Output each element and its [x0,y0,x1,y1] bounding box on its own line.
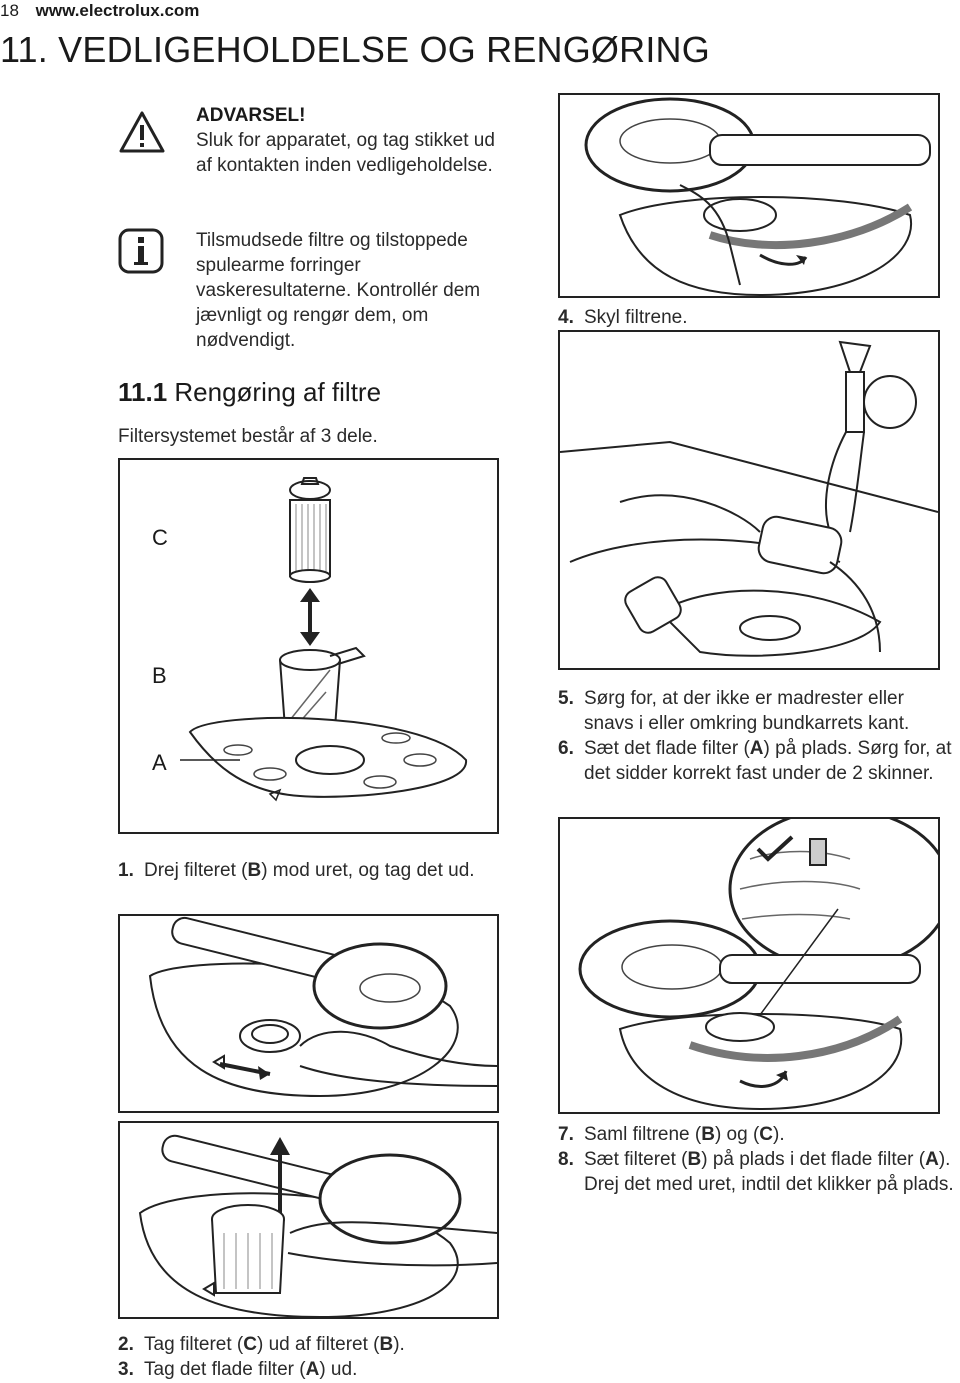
part-reference-letter: A [925,1149,939,1170]
step-text-part: ) ud af filteret ( [257,1334,380,1355]
step-number: 7. [558,1124,574,1145]
part-reference-letter: C [243,1334,257,1355]
filter-c-illustration [289,477,331,583]
step-text-part: ). Drej det med uret, indtil det klikker… [584,1149,954,1195]
step-item: 8. Sæt filteret (B) på plads i det flade … [558,1147,960,1197]
warning-icon [118,110,166,154]
steps-right-2: 5. Sørg for, at der ikke er madrester ell… [558,686,958,786]
step-text: Drej filteret (B) mod uret, og tag det u… [144,858,498,883]
remove-filter-figure [118,914,499,1113]
part-reference-letter: A [305,1359,320,1380]
step-item: 6. Sæt det flade filter (A) på plads. Sør… [558,736,958,786]
step-text-part: Tag filteret ( [144,1334,244,1355]
lift-filter-figure [118,1121,499,1319]
step-item: 5. Sørg for, at der ikke er madrester ell… [558,686,958,736]
website-url: www.electrolux.com [35,1,200,20]
warning-text: Sluk for apparatet, og tag stikket ud af… [196,130,495,176]
step-text-part: ) på plads. Sørg for, at det sidder korr… [584,738,952,784]
step-text: Sørg for, at der ikke er madrester eller… [584,686,958,736]
part-reference-letter: C [759,1124,774,1145]
step-text: Saml filtrene (B) og (C). [584,1122,960,1147]
step-text-part: ) mod uret, og tag det ud. [261,860,475,881]
step-item: 2. Tag filteret (C) ud af filteret (B). [118,1332,498,1357]
page-number: 18 [0,1,19,20]
step-text-part: Drej filteret ( [144,860,248,881]
label-b: B [152,663,167,688]
page-header: 18 www.electrolux.com [0,0,199,22]
step-item: 7. Saml filtrene (B) og (C). [558,1122,960,1147]
step-text: Sæt det flade filter (A) på plads. Sørg … [584,736,958,786]
step-text-part: ) på plads i det flade filter ( [701,1149,926,1170]
step-number: 5. [558,688,574,709]
step-text-part: ) og ( [714,1124,760,1145]
rinse-figure [558,330,940,670]
step-text: Tag filteret (C) ud af filteret (B). [144,1332,498,1357]
warning-callout: ADVARSEL! Sluk for apparatet, og tag sti… [196,104,496,178]
step-text-part: ). [393,1334,405,1355]
info-icon [118,228,164,274]
part-reference-letter: B [687,1149,702,1170]
section-title: 11. VEDLIGEHOLDELSE OG RENGØRING [0,29,710,70]
part-reference-letter: B [247,860,262,881]
part-reference-letter: B [701,1124,715,1145]
steps-right-1: 4. Skyl filtrene. [558,305,958,330]
step-number: 3. [118,1359,134,1380]
double-arrow-icon [300,588,320,646]
step-text-part: Skyl filtrene. [584,307,688,328]
part-reference-letter: B [379,1334,394,1355]
step-number: 2. [118,1334,134,1355]
step-text: Sæt filteret (B) på plads i det flade fi… [584,1147,960,1197]
step-number: 4. [558,307,574,328]
step-number: 1. [118,860,134,881]
step-text-part: Tag det flade filter ( [144,1359,306,1380]
label-c: C [152,525,168,550]
step-text-part: Sæt det flade filter ( [584,738,750,759]
warning-title: ADVARSEL! [196,105,306,126]
subsection-number: 11.1 [118,377,168,407]
subsection-title: 11.1 Rengøring af filtre [118,376,381,408]
step-number: 8. [558,1149,574,1170]
flat-filter-figure [558,93,940,298]
steps-left-2: 2.Tag filteret (C) ud af filteret (B).3.… [118,1332,498,1382]
info-text: Tilsmudsede filtre og tilstoppede spulea… [196,230,481,351]
step-text-part: ). [773,1124,785,1145]
label-a: A [152,750,167,775]
step-number: 6. [558,738,574,759]
steps-right-3: 7.Saml filtrene (B) og (C).8.Sæt filtere… [558,1122,960,1197]
step-text: Tag det flade filter (A) ud. [144,1357,498,1382]
filter-b-illustration [279,646,366,729]
step-text-part: Saml filtrene ( [584,1124,702,1145]
step-text: Skyl filtrene. [584,305,958,330]
step-text-part: Sæt filteret ( [584,1149,688,1170]
filter-parts-figure [118,458,499,834]
part-reference-letter: A [749,738,764,759]
subsection-label: Rengøring af filtre [167,377,382,407]
step-item: 4. Skyl filtrene. [558,305,958,330]
step-text-part: Sørg for, at der ikke er madrester eller… [584,688,910,734]
steps-left-1: 1. Drej filteret (B) mod uret, og tag det… [118,858,498,883]
step-text-part: ) ud. [319,1359,358,1380]
filter-a-illustration [188,716,468,802]
step-item: 1. Drej filteret (B) mod uret, og tag det… [118,858,498,883]
reinstall-figure [558,817,940,1114]
intro-text: Filtersystemet består af 3 dele. [118,426,378,447]
step-item: 3. Tag det flade filter (A) ud. [118,1357,498,1382]
